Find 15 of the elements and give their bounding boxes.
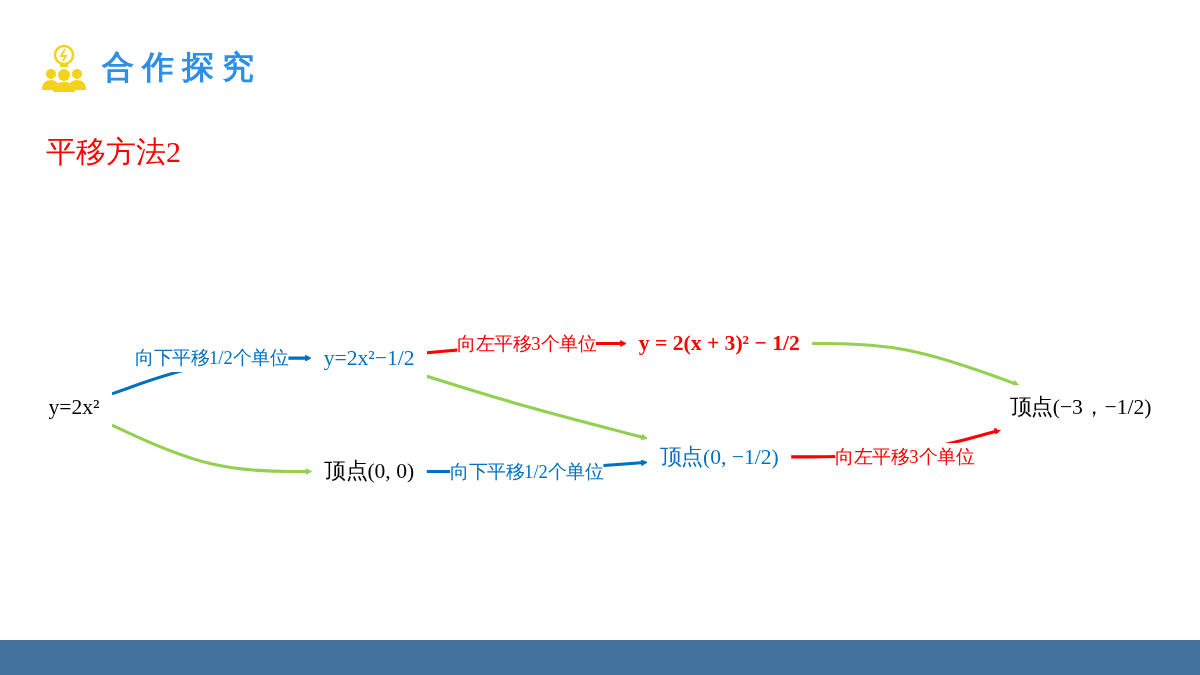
arrow [111,423,313,475]
arrow [812,341,1020,387]
node-text: 顶点(0, −1/2) [659,444,779,469]
node-text: 顶点(−3，−1/2) [1009,395,1152,420]
edge-label: 向左平移3个单位 [457,333,597,354]
node-text: y=2x² [48,395,100,420]
heading: 合作探究 [102,48,262,87]
subheading: 平移方法2 [46,134,181,170]
arrow [426,374,648,441]
node-text: y = 2(x + 3)² − 1/2 [638,331,800,356]
edge-label: 向左平移3个单位 [835,446,975,467]
node-text: 顶点(0, 0) [324,459,415,484]
edge-label: 向下平移1/2个单位 [135,348,289,369]
node-text: y=2x²−1/2 [323,345,415,370]
edge-label: 向下平移1/2个单位 [450,461,604,482]
